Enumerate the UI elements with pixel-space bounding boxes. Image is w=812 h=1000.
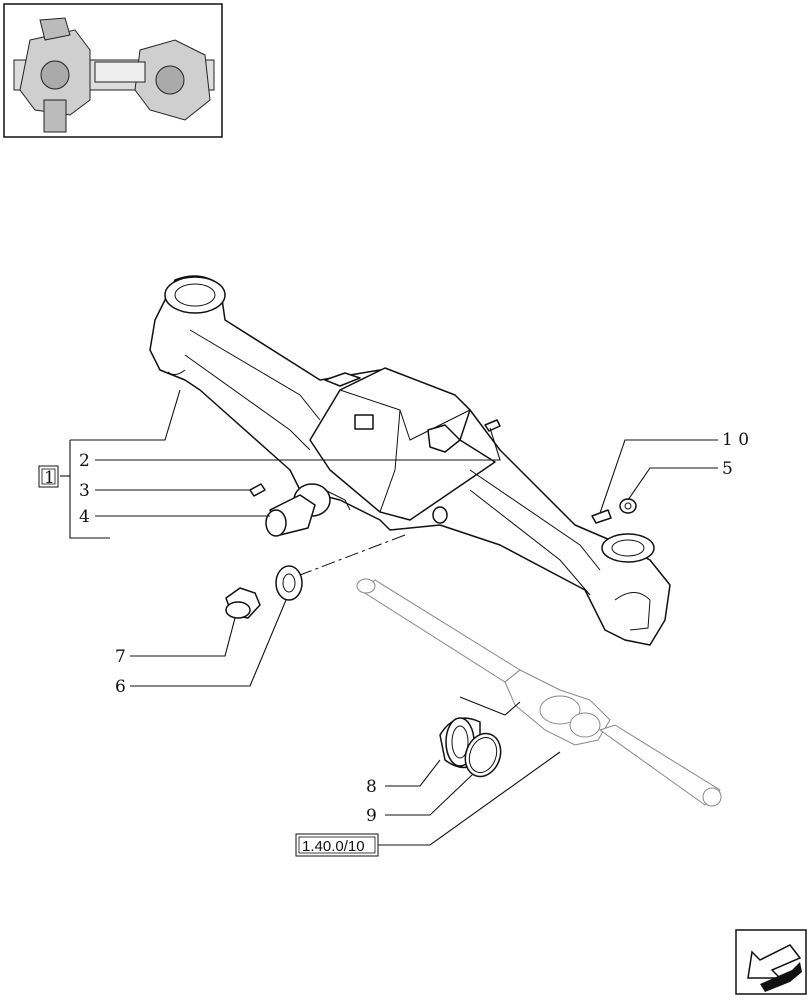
ring-part-9 [464, 732, 502, 778]
callout-1: 1 [38, 465, 59, 488]
nut-part-5 [619, 498, 637, 514]
label-7: 7 [115, 647, 126, 667]
leader-lines [60, 389, 718, 846]
label-3: 3 [79, 481, 90, 501]
label-2: 2 [79, 451, 90, 471]
axle-thumbnail-icon[interactable] [3, 3, 223, 138]
label-9: 9 [366, 806, 377, 826]
next-page-arrow-icon[interactable] [735, 929, 807, 995]
reference-label: 1.40.0/10 [302, 838, 365, 855]
label-1: 1 [44, 468, 55, 488]
label-6: 6 [115, 677, 126, 697]
washer-part-6 [275, 565, 303, 601]
reference-link[interactable]: 1.40.0/10 [295, 833, 379, 857]
label-8: 8 [366, 777, 377, 797]
label-4: 4 [79, 507, 90, 527]
pin-part-3 [249, 483, 266, 497]
label-5: 5 [722, 459, 733, 479]
drive-shaft [356, 578, 722, 807]
plug-part-7 [225, 587, 261, 619]
pin-part-10 [591, 509, 612, 524]
label-10: 1 0 [722, 430, 749, 450]
